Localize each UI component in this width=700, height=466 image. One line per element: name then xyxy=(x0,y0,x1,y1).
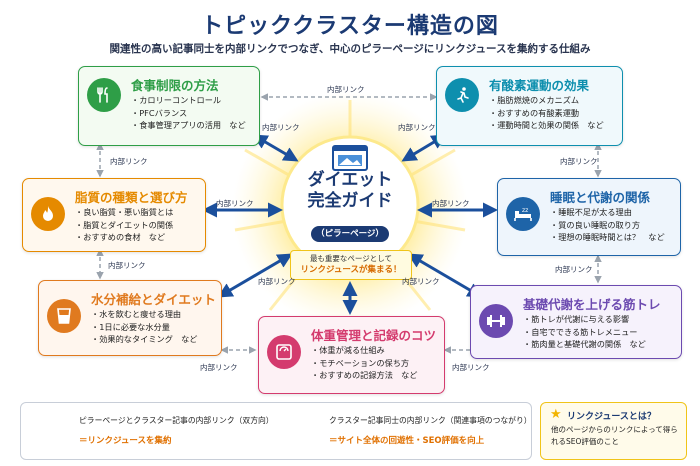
card-title: 有酸素運動の効果 xyxy=(489,78,590,93)
bed-icon: zz xyxy=(506,197,540,231)
list-item: モチベーションの保ち方 xyxy=(311,357,417,370)
card-title: 睡眠と代謝の関係 xyxy=(550,190,651,205)
link-label: 内部リンク xyxy=(110,157,148,166)
list-item: 良い脂質・悪い脂質とは xyxy=(75,206,173,219)
list-item: 水を飲むと痩せる理由 xyxy=(91,308,197,321)
link-label: 内部リンク xyxy=(452,363,490,372)
pillar-links xyxy=(202,134,498,315)
card-title: 食事制限の方法 xyxy=(131,78,219,93)
card-list: 水を飲むと痩せる理由 1日に必要な水分量 効果的なタイミング など xyxy=(91,308,197,346)
list-item: 脂肪燃焼のメカニズム xyxy=(489,94,604,107)
star-icon: ★ xyxy=(550,407,562,422)
cluster-card-water[interactable]: 水分補給とダイエット 水を飲むと痩せる理由 1日に必要な水分量 効果的なタイミン… xyxy=(38,280,222,356)
link-label: 内部リンク xyxy=(432,199,470,208)
legend-solid-text: ピラーページとクラスター記事の内部リンク（双方向） xyxy=(79,416,274,425)
link-label: 内部リンク xyxy=(402,277,440,286)
pillar-badge: （ピラーページ） xyxy=(311,226,389,242)
list-item: 睡眠不足が太る理由 xyxy=(550,206,665,219)
link-label: 内部リンク xyxy=(560,157,598,166)
list-item: おすすめの有酸素運動 xyxy=(489,107,604,120)
list-item: 体重が減る仕組み xyxy=(311,344,417,357)
list-item: 筋トレが代謝に与える影響 xyxy=(523,313,646,326)
dumbbell-icon xyxy=(479,304,513,338)
card-list: 筋トレが代謝に与える影響 自宅でできる筋トレメニュー 筋肉量と基礎代謝の関係 な… xyxy=(523,313,646,351)
cluster-card-aerobic[interactable]: 有酸素運動の効果 脂肪燃焼のメカニズム おすすめの有酸素運動 運動時間と効果の関… xyxy=(436,66,623,146)
pillar-title-line1: ダイエット xyxy=(307,170,393,190)
list-item: カロリーコントロール xyxy=(131,94,246,107)
link-label: 内部リンク xyxy=(258,277,296,286)
flame-icon xyxy=(31,197,65,231)
list-item: PFCバランス xyxy=(131,107,246,120)
link-label: 内部リンク xyxy=(398,123,436,132)
legend-dashed-text: クラスター記事同士の内部リンク（関連事項のつながり） xyxy=(329,416,532,425)
list-item: 理想の睡眠時間とは？ など xyxy=(550,231,664,244)
cluster-card-diet[interactable]: 食事制限の方法 カロリーコントロール PFCバランス 食事管理アプリの活用 など xyxy=(78,66,260,146)
running-icon xyxy=(445,78,479,112)
callout-line1: 最も重要なページとして xyxy=(309,254,393,263)
note-body: 他のページからのリンクによって得られるSEO評価のこと xyxy=(551,425,678,446)
card-title: 体重管理と記録のコツ xyxy=(311,328,437,343)
card-list: 良い脂質・悪い脂質とは 脂質とダイエットの関係 おすすめの食材 など xyxy=(75,206,173,244)
card-list: 体重が減る仕組み モチベーションの保ち方 おすすめの記録方法 など xyxy=(311,344,417,382)
link-juice-note: ★ リンクジュースとは？ 他のページからのリンクによって得られるSEO評価のこと xyxy=(540,402,687,460)
link-label: 内部リンク xyxy=(216,199,254,208)
card-list: 脂肪燃焼のメカニズム おすすめの有酸素運動 運動時間と効果の関係 など xyxy=(489,94,604,132)
list-item: おすすめの食材 など xyxy=(75,231,173,244)
link-label: 内部リンク xyxy=(108,261,146,270)
list-item: 筋肉量と基礎代謝の関係 など xyxy=(523,338,646,351)
link-label: 内部リンク xyxy=(327,85,365,94)
list-item: 1日に必要な水分量 xyxy=(91,321,197,334)
legend: ピラーページとクラスター記事の内部リンク（双方向） ＝リンクジュースを集約 クラ… xyxy=(20,402,532,460)
list-item: 脂質とダイエットの関係 xyxy=(75,219,173,232)
legend-solid-result: ＝リンクジュースを集約 xyxy=(79,436,172,446)
legend-dashed-result: ＝サイト全体の回遊性・SEO評価を向上 xyxy=(329,436,485,446)
list-item: 自宅でできる筋トレメニュー xyxy=(523,326,646,339)
list-item: 食事管理アプリの活用 など xyxy=(131,119,245,132)
card-title: 水分補給とダイエット xyxy=(91,292,216,307)
cluster-card-sleep[interactable]: zz 睡眠と代謝の関係 睡眠不足が太る理由 質の良い睡眠の取り方 理想の睡眠時間… xyxy=(497,178,681,256)
page-subtitle: 関連性の高い記事同士を内部リンクでつなぎ、中心のピラーページにリンクジュースを集… xyxy=(109,43,591,55)
list-item: 効果的なタイミング など xyxy=(91,333,197,346)
card-list: カロリーコントロール PFCバランス 食事管理アプリの活用 など xyxy=(131,94,246,132)
cluster-card-weight[interactable]: 体重管理と記録のコツ 体重が減る仕組み モチベーションの保ち方 おすすめの記録方… xyxy=(258,316,445,394)
page-title: トピッククラスター構造の図 xyxy=(201,14,499,39)
note-title: リンクジュースとは？ xyxy=(567,412,656,422)
pillar-callout: 最も重要なページとして リンクジュースが集まる！ xyxy=(290,250,412,280)
cluster-card-fat[interactable]: 脂質の種類と選び方 良い脂質・悪い脂質とは 脂質とダイエットの関係 おすすめの食… xyxy=(22,178,206,252)
pillar-page-title[interactable]: ダイエット 完全ガイド xyxy=(285,170,415,212)
card-title: 脂質の種類と選び方 xyxy=(75,190,188,205)
scale-icon xyxy=(267,335,301,369)
list-item: おすすめの記録方法 など xyxy=(311,369,417,382)
glass-icon xyxy=(47,299,81,333)
card-title: 基礎代謝を上げる筋トレ xyxy=(523,297,661,312)
link-label: 内部リンク xyxy=(555,265,593,274)
fork-knife-icon xyxy=(87,78,121,112)
card-list: 睡眠不足が太る理由 質の良い睡眠の取り方 理想の睡眠時間とは？ など xyxy=(550,206,665,244)
list-item: 質の良い睡眠の取り方 xyxy=(550,219,665,232)
pillar-title-line2: 完全ガイド xyxy=(307,191,393,211)
cluster-card-muscle[interactable]: 基礎代謝を上げる筋トレ 筋トレが代謝に与える影響 自宅でできる筋トレメニュー 筋… xyxy=(470,285,682,359)
link-label: 内部リンク xyxy=(262,123,300,132)
svg-text:zz: zz xyxy=(522,207,528,214)
link-label: 内部リンク xyxy=(200,363,238,372)
list-item: 運動時間と効果の関係 など xyxy=(489,119,603,132)
document-icon xyxy=(332,145,368,171)
callout-line2: リンクジュースが集まる！ xyxy=(300,265,402,275)
